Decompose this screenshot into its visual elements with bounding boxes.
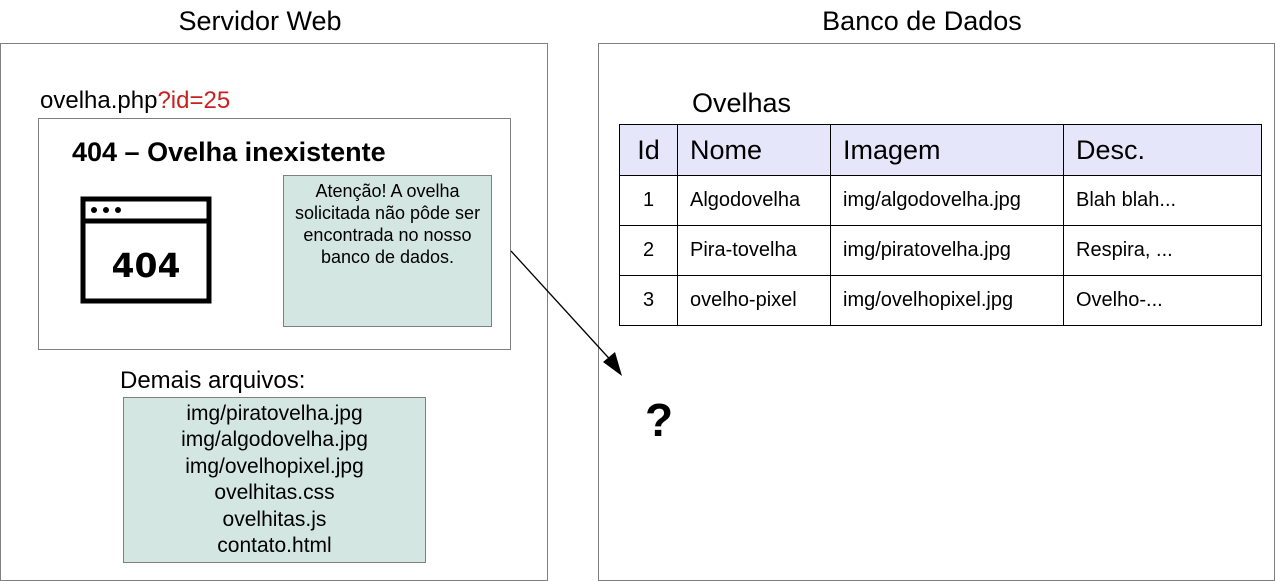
table-row: 2 Pira-tovelha img/piratovelha.jpg Respi…	[619, 225, 1262, 276]
column-header-id: Id	[619, 124, 678, 176]
cell-name: Algodovelha	[677, 175, 831, 226]
file-item: img/ovelhopixel.jpg	[185, 454, 364, 478]
table-header-row: Id Nome Imagem Desc.	[619, 124, 1262, 176]
database-title: Banco de Dados	[822, 6, 1022, 36]
other-files-label: Demais arquivos:	[120, 367, 306, 394]
column-header-desc: Desc.	[1063, 124, 1262, 176]
file-item: ovelhitas.js	[222, 507, 327, 531]
other-files-list: img/piratovelha.jpg img/algodovelha.jpg …	[123, 397, 426, 563]
browser-icon-label: 404	[112, 246, 181, 285]
cell-name: Pira-tovelha	[677, 225, 831, 276]
window-dot-icon	[115, 207, 121, 213]
cell-image: img/piratovelha.jpg	[830, 225, 1064, 276]
request-url: ovelha.php?id=25	[40, 87, 230, 115]
cell-id: 3	[619, 275, 678, 326]
file-item: img/piratovelha.jpg	[186, 402, 363, 425]
sheep-table: Id Nome Imagem Desc. 1 Algodovelha img/a…	[619, 124, 1262, 326]
window-dot-icon	[103, 207, 109, 213]
url-base: ovelha.php	[40, 87, 158, 114]
column-header-image: Imagem	[830, 124, 1064, 176]
table-row: 3 ovelho-pixel img/ovelhopixel.jpg Ovelh…	[619, 275, 1262, 326]
cell-image: img/ovelhopixel.jpg	[830, 275, 1064, 326]
web-server-title: Servidor Web	[178, 6, 342, 36]
cell-image: img/algodovelha.jpg	[830, 175, 1064, 226]
cell-desc: Respira, ...	[1063, 225, 1262, 276]
file-item: contato.html	[217, 534, 332, 558]
error-heading: 404 – Ovelha inexistente	[72, 137, 386, 167]
cell-desc: Ovelho-...	[1063, 275, 1262, 326]
window-dot-icon	[91, 207, 97, 213]
table-row: 1 Algodovelha img/algodovelha.jpg Blah b…	[619, 175, 1262, 226]
cell-id: 2	[619, 225, 678, 276]
url-query: ?id=25	[157, 87, 231, 114]
cell-name: ovelho-pixel	[677, 275, 831, 326]
file-item: img/algodovelha.jpg	[181, 428, 368, 452]
column-header-name: Nome	[677, 124, 831, 176]
cell-desc: Blah blah...	[1063, 175, 1262, 226]
question-mark-icon: ?	[645, 394, 674, 446]
error-note: Atenção! A ovelha solicitada não pôde se…	[283, 175, 492, 327]
file-item: ovelhitas.css	[214, 481, 335, 505]
browser-404-icon: 404	[80, 196, 212, 304]
table-title: Ovelhas	[692, 88, 792, 118]
cell-id: 1	[619, 175, 678, 226]
